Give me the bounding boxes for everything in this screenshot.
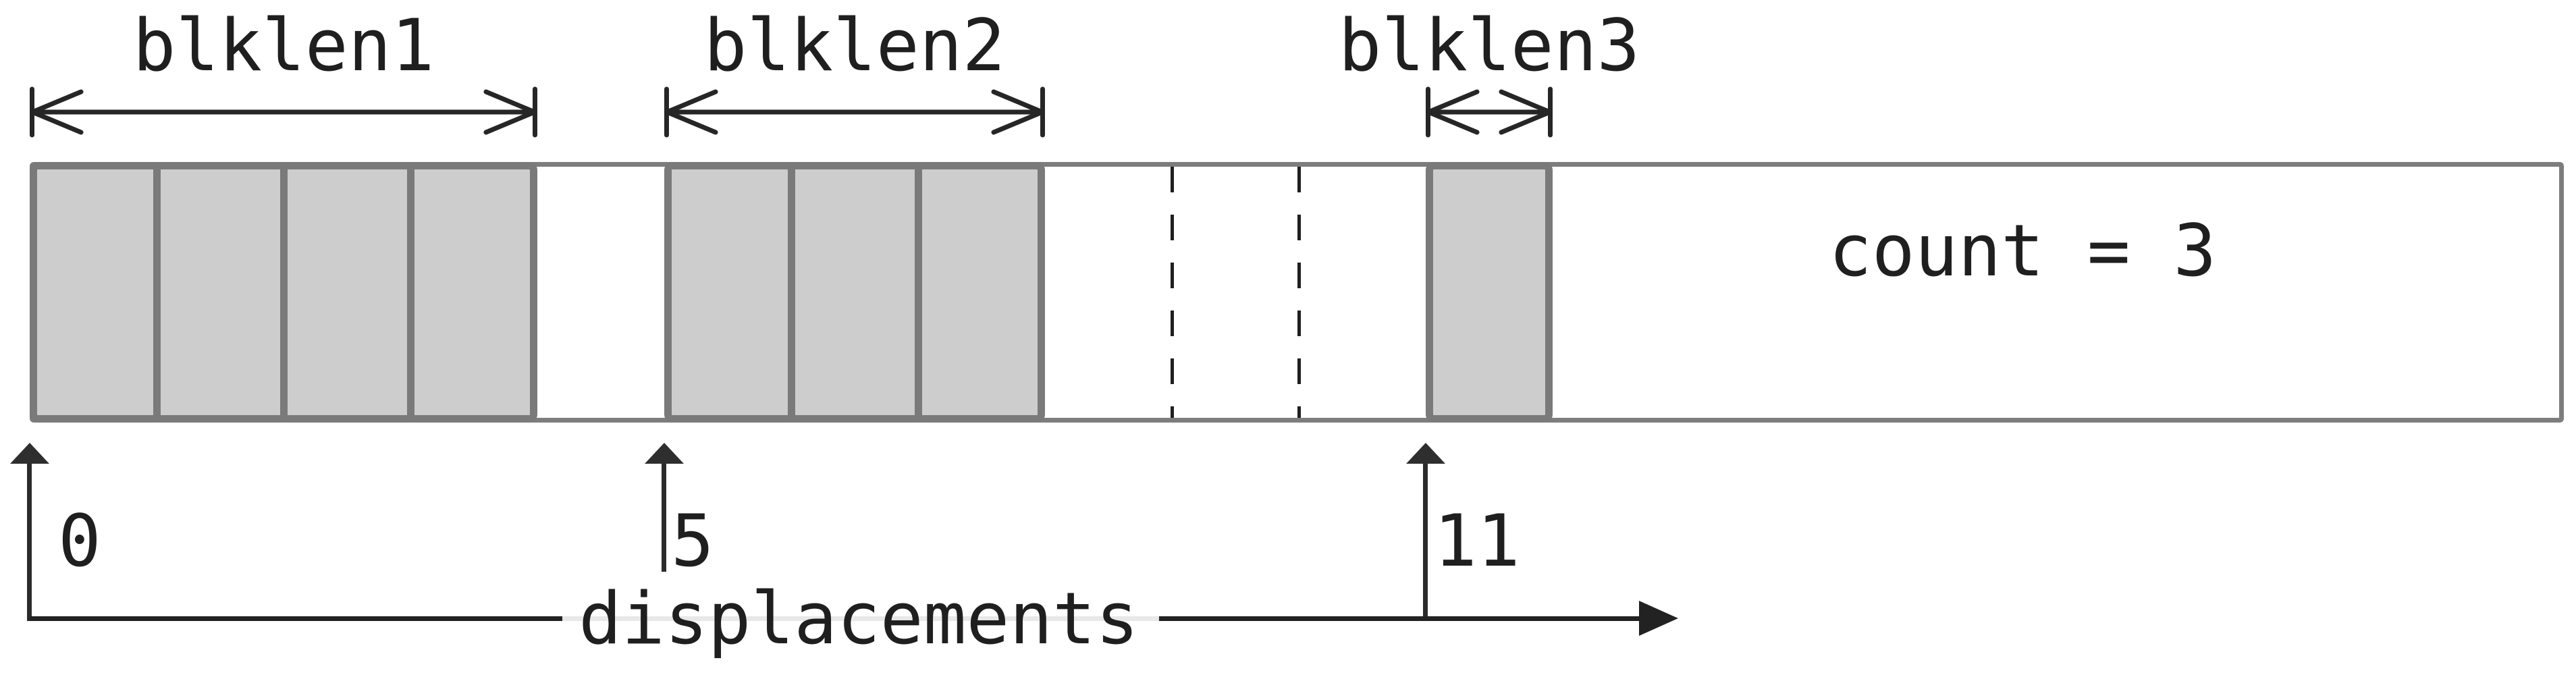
- cell-separator: [915, 169, 922, 415]
- displacement-value: 5: [671, 500, 714, 583]
- displacement-arrow-line: [1423, 464, 1428, 621]
- displacements-axis-line-faint: [562, 616, 1159, 621]
- measure-arrow-icon: [1426, 86, 1553, 138]
- block-length-label: blklen3: [1338, 4, 1640, 87]
- cell-separator: [407, 169, 414, 415]
- displacement-arrowhead-icon: [645, 443, 684, 464]
- memory-block: [30, 162, 537, 423]
- cell-separator: [788, 169, 795, 415]
- memory-block: [1426, 162, 1553, 423]
- displacement-arrow-line: [662, 464, 666, 572]
- measure-arrow-icon: [30, 86, 537, 138]
- count-label: count = 3: [1829, 209, 2217, 292]
- displacement-arrow-line: [27, 464, 32, 621]
- ellipsis-dashed-separator: [1171, 167, 1174, 418]
- cell-separator: [153, 169, 161, 415]
- measure-arrow-icon: [664, 86, 1045, 138]
- cell-separator: [280, 169, 288, 415]
- displacements-axis-arrowhead-icon: [1639, 601, 1678, 636]
- ellipsis-dashed-separator: [1297, 167, 1301, 418]
- displacement-arrowhead-icon: [10, 443, 49, 464]
- displacements-axis-line-left: [30, 616, 562, 621]
- block-length-label: blklen1: [132, 4, 435, 87]
- displacements-axis-label: displacements: [579, 577, 1139, 660]
- displacement-arrowhead-icon: [1406, 443, 1445, 464]
- memory-block: [664, 162, 1045, 423]
- displacement-value: 0: [58, 500, 101, 583]
- displacement-value: 11: [1434, 500, 1520, 583]
- block-length-label: blklen2: [703, 4, 1006, 87]
- displacements-axis-line-right: [1159, 616, 1639, 621]
